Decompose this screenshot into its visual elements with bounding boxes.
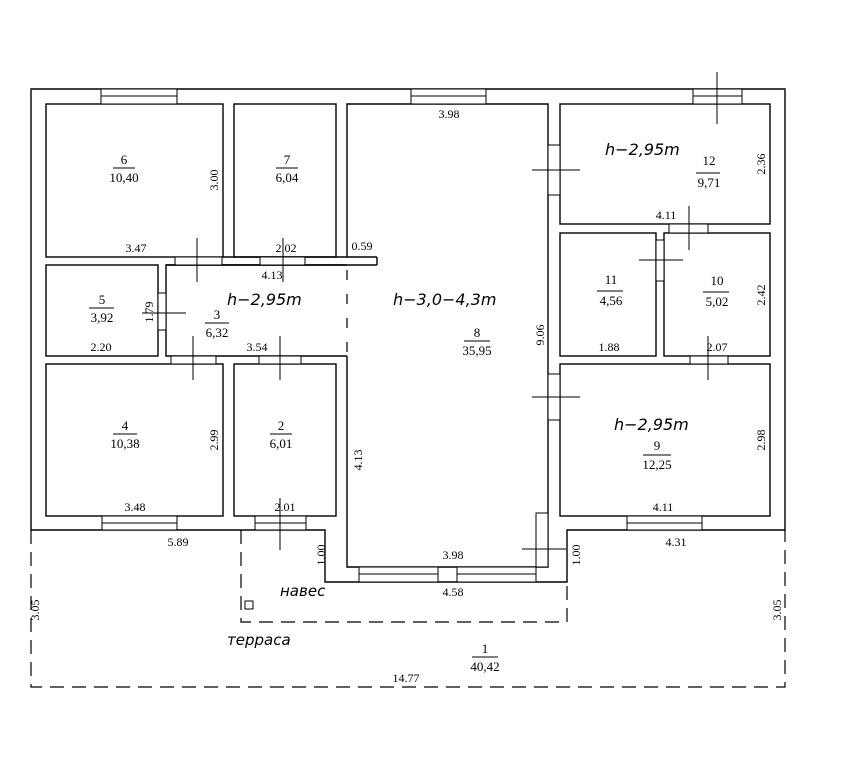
dim: 3.98: [443, 548, 464, 562]
dim: 9.06: [533, 325, 547, 346]
room-4-number: 4: [122, 418, 129, 433]
dim: 3.05: [770, 600, 784, 621]
dim: 1.00: [314, 545, 328, 566]
room-5-number: 5: [99, 292, 106, 307]
room-7-area: 6,04: [276, 170, 299, 185]
height-room-9: h−2,95m: [614, 415, 689, 434]
dim: 3.47: [126, 241, 147, 255]
dim: 1.88: [599, 340, 620, 354]
dim: 4.13: [262, 268, 283, 282]
crosshairs: [142, 72, 718, 550]
dim: 3.05: [28, 600, 42, 621]
room-10-area: 5,02: [706, 294, 729, 309]
room-9-area: 12,25: [642, 457, 671, 472]
dim: 2.01: [275, 500, 296, 514]
room-1-area: 40,42: [470, 659, 499, 674]
room-8-number: 8: [474, 325, 481, 340]
height-room-12: h−2,95m: [605, 140, 680, 159]
room-labels: 610,40 76,04 53,92 36,32 835,95 129,71 1…: [89, 152, 729, 674]
dim: 2.07: [707, 340, 728, 354]
outer-wall: [30, 88, 786, 583]
dimensions: 3.47 3.00 2.02 0.59 4.13 2.20 1.79 3.54 …: [28, 107, 784, 685]
column-icon: [244, 600, 254, 610]
dim: 3.54: [247, 340, 268, 354]
room-2-number: 2: [278, 418, 285, 433]
dim: 0.59: [352, 239, 373, 253]
dim: 2.98: [754, 430, 768, 451]
dim: 5.89: [168, 535, 189, 549]
dim: 2.20: [91, 340, 112, 354]
room-12-number: 12: [703, 153, 716, 168]
room-5-area: 3,92: [91, 310, 114, 325]
room-8: [346, 103, 549, 568]
dim: 2.02: [276, 241, 297, 255]
room-3-area: 6,32: [206, 325, 229, 340]
dim: 4.11: [653, 500, 674, 514]
room-2-area: 6,01: [270, 436, 293, 451]
room-7-number: 7: [284, 152, 291, 167]
height-hall: h−3,0−4,3m: [393, 290, 496, 309]
terrace-outline: [30, 530, 786, 688]
dim: 4.58: [443, 585, 464, 599]
room-6-area: 10,40: [109, 170, 138, 185]
dim: 3.00: [207, 170, 221, 191]
dim: 4.13: [351, 450, 365, 471]
dim: 1.79: [142, 302, 156, 323]
room-9: [559, 363, 771, 517]
room-8-area: 35,95: [462, 343, 491, 358]
windows: [100, 88, 743, 583]
dim: 2.42: [754, 285, 768, 306]
dim: 4.11: [656, 208, 677, 222]
dim: 2.36: [754, 154, 768, 175]
room-11-number: 11: [605, 272, 618, 287]
room-1-number: 1: [482, 641, 489, 656]
dim: 1.00: [569, 545, 583, 566]
room-3-number: 3: [214, 307, 221, 322]
room-12-area: 9,71: [698, 175, 721, 190]
canopy-label: навес: [280, 582, 326, 600]
room-12: [559, 103, 771, 225]
dim: 4.31: [666, 535, 687, 549]
room-6-number: 6: [121, 152, 128, 167]
dim: 2.99: [207, 430, 221, 451]
height-corridor: h−2,95m: [227, 290, 302, 309]
room-9-number: 9: [654, 438, 661, 453]
room-11: [559, 232, 657, 357]
terrace-label: терраса: [227, 631, 291, 649]
room-4-area: 10,38: [110, 436, 139, 451]
room-10-number: 10: [711, 273, 724, 288]
dim: 3.48: [125, 500, 146, 514]
dim: 14.77: [393, 671, 420, 685]
room-11-area: 4,56: [600, 293, 623, 308]
canopy-outline: [240, 530, 568, 623]
dim: 3.98: [439, 107, 460, 121]
